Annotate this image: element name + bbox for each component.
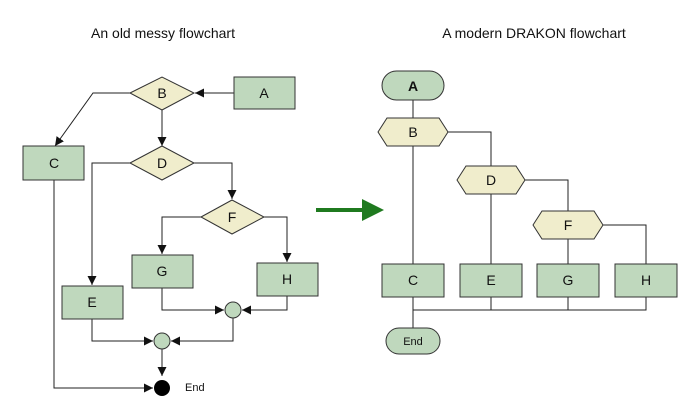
end-dot <box>154 380 170 396</box>
node-label: D <box>157 155 167 171</box>
old-node-f: F <box>199 199 266 235</box>
decision-diamond <box>128 76 196 111</box>
drakon-node-b: B <box>377 117 449 147</box>
edge-c-to-end <box>53 180 153 393</box>
drakon-node-d: D <box>456 165 526 195</box>
old-node-a: A <box>233 76 296 110</box>
old-flowchart-edges <box>53 88 292 393</box>
action-box <box>22 145 85 181</box>
edge-f-to-h <box>603 224 647 264</box>
action-box <box>61 285 124 320</box>
node-label: E <box>87 294 96 310</box>
transition-arrow <box>316 199 384 221</box>
edge-d-to-f <box>194 162 237 199</box>
question-hexagon <box>377 117 449 147</box>
node-label: B <box>408 124 417 140</box>
drakon-node-g: G <box>536 263 600 298</box>
transition-arrow-head <box>362 199 384 221</box>
merge-connector-1 <box>224 301 242 319</box>
action-box <box>256 262 319 297</box>
node-label: H <box>641 272 651 288</box>
merge-connector-2 <box>153 332 171 350</box>
edge-f-to-g <box>157 216 201 254</box>
node-label: D <box>486 172 496 188</box>
edge-g-to-merge <box>161 288 224 315</box>
old-node-d: D <box>128 145 196 181</box>
node-label: B <box>157 85 166 101</box>
drakon-node-end: End <box>385 327 441 355</box>
old-node-e: E <box>61 285 124 320</box>
node-label: A <box>408 78 418 94</box>
edge-b-to-c <box>54 92 130 147</box>
node-label: F <box>228 209 237 225</box>
edge-d-to-e <box>87 162 130 285</box>
node-label: E <box>486 272 495 288</box>
drakon-node-c: C <box>381 263 445 298</box>
node-label: H <box>282 271 292 287</box>
edge-merge-to-merge2 <box>171 318 234 346</box>
question-hexagon <box>456 165 526 195</box>
edge-d-to-f <box>525 179 569 211</box>
edge-merge-bus <box>413 297 647 311</box>
drakon-node-f: F <box>532 210 604 240</box>
terminator-shape <box>385 327 441 355</box>
old-node-g: G <box>131 254 194 289</box>
action-box <box>536 263 600 298</box>
node-label: End <box>403 336 423 348</box>
decision-diamond <box>199 199 266 235</box>
terminator-shape <box>381 70 445 101</box>
drakon-node-h: H <box>614 263 678 298</box>
old-node-c: C <box>22 145 85 181</box>
node-label: C <box>408 272 418 288</box>
end-label: End <box>185 382 205 394</box>
edge-f-to-h <box>264 216 292 262</box>
right-title: A modern DRAKON flowchart <box>442 25 626 41</box>
decision-diamond <box>128 145 196 181</box>
drakon-node-e: E <box>459 263 523 298</box>
action-box <box>459 263 523 298</box>
node-label: C <box>49 155 59 171</box>
action-box <box>131 254 194 289</box>
node-label: A <box>259 85 269 101</box>
edge-e-to-merge2 <box>91 319 153 346</box>
node-label: G <box>157 263 168 279</box>
drakon-flowchart: A B D F C E G H <box>377 70 678 355</box>
node-label: F <box>564 217 573 233</box>
drakon-node-start: A <box>381 70 445 101</box>
action-box <box>614 263 678 298</box>
drakon-edges <box>412 100 647 328</box>
edge-h-to-merge <box>242 296 288 315</box>
edge-b-to-d <box>448 131 492 166</box>
old-flowchart: A B C D F G H E <box>22 76 319 396</box>
left-title: An old messy flowchart <box>91 25 235 41</box>
old-node-b: B <box>128 76 196 111</box>
question-hexagon <box>532 210 604 240</box>
node-label: G <box>563 272 574 288</box>
old-node-h: H <box>256 262 319 297</box>
action-box <box>381 263 445 298</box>
action-box <box>233 76 296 110</box>
